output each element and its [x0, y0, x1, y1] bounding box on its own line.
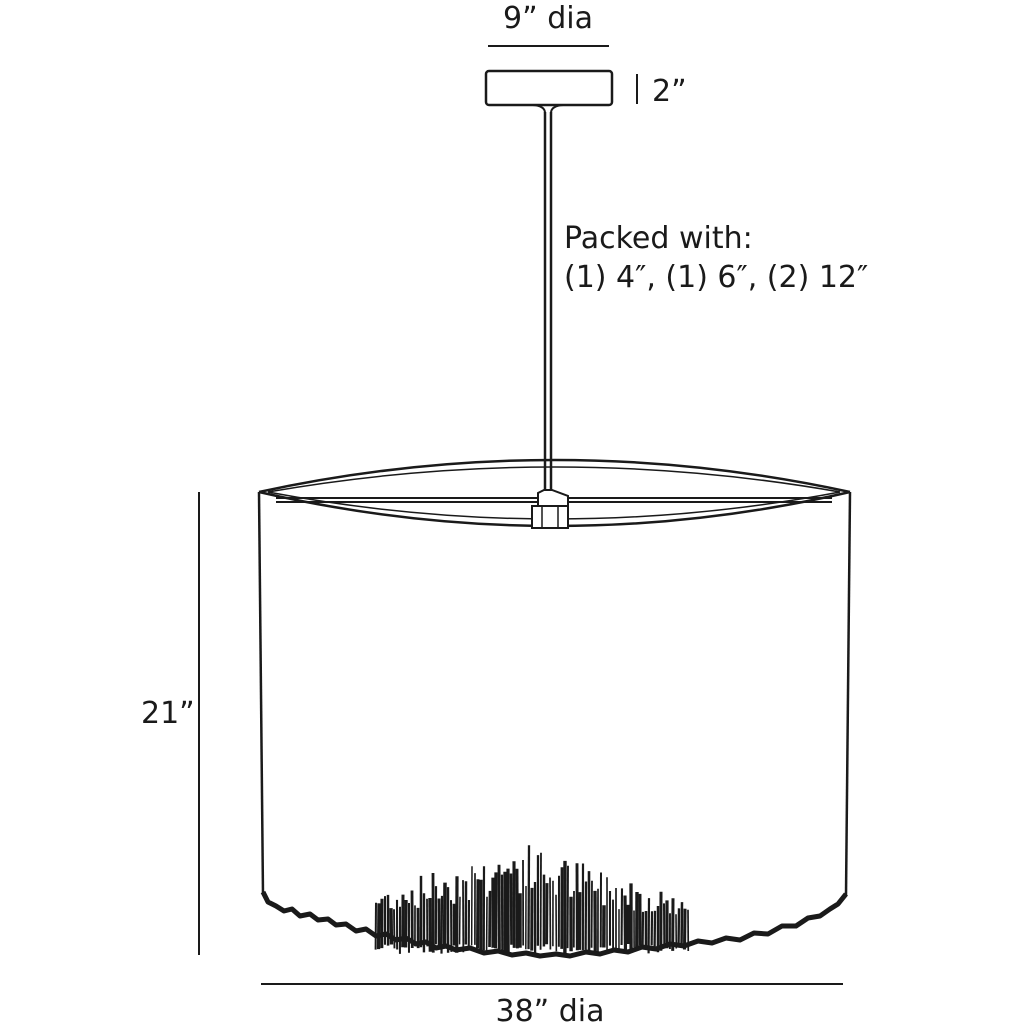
- socket-housing: [531, 505, 569, 529]
- packed-with-title: Packed with:: [564, 221, 753, 256]
- shade-center-hub: [537, 489, 569, 507]
- canopy-height-dimension: 2”: [636, 74, 687, 109]
- packed-with-note: Packed with: (1) 4″, (1) 6″, (2) 12″: [564, 221, 868, 295]
- packed-with-rods: (1) 4″, (1) 6″, (2) 12″: [564, 260, 868, 295]
- shade-left-wall: [257, 491, 265, 896]
- shade-diameter-dimension: 38” dia: [261, 983, 843, 1024]
- drum-shade: [257, 458, 852, 959]
- shade-diameter-label: 38” dia: [495, 994, 604, 1024]
- canopy-neck: [532, 104, 564, 114]
- overall-height-dimension: 21”: [141, 492, 200, 955]
- fringe-strand: [677, 908, 681, 947]
- canopy-height-label: 2”: [652, 74, 687, 109]
- shade-fringe-edge: [260, 890, 848, 959]
- overall-height-label: 21”: [141, 696, 195, 731]
- shade-rim-back-inner: [267, 466, 841, 493]
- shade-rim-back: [258, 458, 851, 494]
- shade-right-wall: [844, 491, 852, 896]
- shade-fringe: [374, 845, 690, 954]
- canopy-diameter-label: 9” dia: [503, 1, 593, 36]
- down-rod: [543, 112, 553, 492]
- canopy-diameter-dimension: 9” dia: [488, 1, 609, 47]
- canopy: [484, 69, 614, 107]
